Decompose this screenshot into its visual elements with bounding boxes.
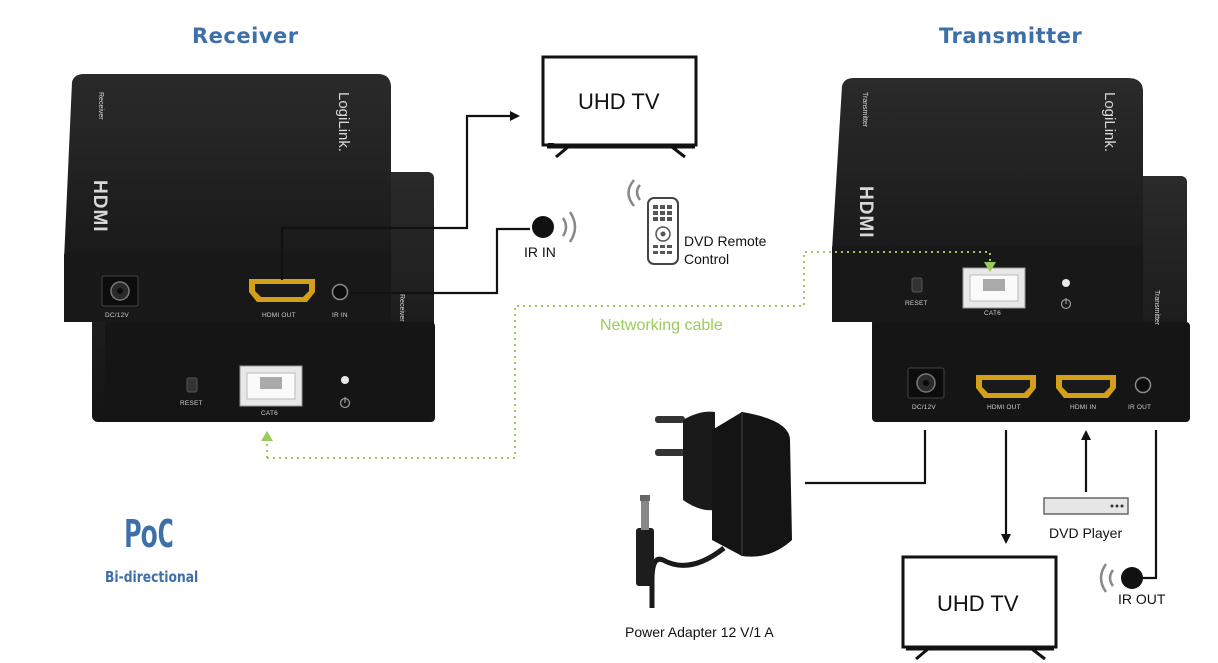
ir-in-cable: [350, 216, 554, 295]
dvd-player-label: DVD Player: [1049, 525, 1123, 541]
transmitter-ir-out-port-label: IR OUT: [1128, 404, 1152, 411]
transmitter-dc-label: DC/12V: [912, 404, 936, 411]
remote-label: DVD Remote Control: [684, 232, 766, 268]
receiver-hdmi-out-label: HDMI OUT: [262, 312, 296, 319]
transmitter-reset-label: RESET: [905, 300, 928, 307]
tv-top-label: UHD TV: [578, 89, 660, 114]
receiver-side-text: Receiver: [97, 92, 104, 120]
networking-cable-line: [261, 251, 996, 459]
ir-in-signal-icon: [561, 211, 577, 243]
ir-out-emitter-icon: [1121, 567, 1143, 589]
receiver-reset-label: RESET: [180, 400, 203, 407]
transmitter-hdmi-in-label: HDMI IN: [1070, 404, 1097, 411]
tv-bottom-icon: [901, 555, 1058, 661]
dvd-player-icon: [1043, 497, 1129, 515]
power-cable: [805, 430, 927, 485]
receiver-device: [64, 74, 435, 422]
remote-control-icon: [647, 197, 679, 265]
ir-out-label: IR OUT: [1118, 591, 1166, 607]
receiver-cat6-label: CAT6: [261, 410, 278, 417]
networking-cable-label: Networking cable: [600, 317, 723, 334]
transmitter-ir-out-jack: [1134, 376, 1152, 394]
transmitter-device: [832, 78, 1190, 422]
transmitter-side-text: Transmitter: [861, 92, 868, 128]
poc-title: PoC: [124, 512, 174, 556]
ir-out-signal-icon: [1099, 563, 1115, 593]
transmitter-hdmi-out-label: HDMI OUT: [987, 404, 1021, 411]
receiver-rear-panel: [64, 252, 391, 322]
receiver-ir-in-jack: [331, 283, 349, 301]
ir-out-cable: [1121, 430, 1158, 589]
transmitter-heading: Transmitter: [939, 24, 1083, 48]
receiver-led: [341, 376, 349, 384]
receiver-back-side-text: Receiver: [398, 294, 405, 322]
tv-bottom-label: UHD TV: [937, 591, 1019, 616]
transmitter-hdmi-logo: HDMI: [855, 186, 876, 239]
ir-in-sensor-icon: [532, 216, 554, 238]
transmitter-front-panel: [872, 322, 1190, 422]
power-adapter-label: Power Adapter 12 V/1 A: [625, 624, 774, 640]
transmitter-brand-text: LogiLink.: [1101, 92, 1118, 153]
receiver-ir-in-port-label: IR IN: [332, 312, 348, 319]
poc-subtitle: Bi-directional: [105, 568, 199, 586]
transmitter-led: [1062, 279, 1070, 287]
transmitter-reset-button: [911, 277, 923, 293]
receiver-brand-text: LogiLink.: [335, 92, 352, 153]
receiver-heading: Receiver: [192, 24, 299, 48]
ir-in-label: IR IN: [524, 244, 556, 260]
tv-top-icon: [541, 55, 698, 159]
hdmi-out-to-tv-cable: [280, 111, 520, 280]
remote-label-line1: DVD Remote: [684, 233, 767, 249]
remote-signal-icon: [627, 179, 642, 207]
transmitter-back-side-text: Transmitter: [1153, 290, 1160, 326]
receiver-reset-button: [186, 377, 198, 393]
receiver-dc-label: DC/12V: [105, 312, 129, 319]
remote-label-line2: Control: [684, 251, 730, 267]
transmitter-cat6-label: CAT6: [984, 310, 1001, 317]
receiver-hdmi-logo: HDMI: [89, 180, 110, 233]
power-adapter-icon: [636, 411, 792, 608]
